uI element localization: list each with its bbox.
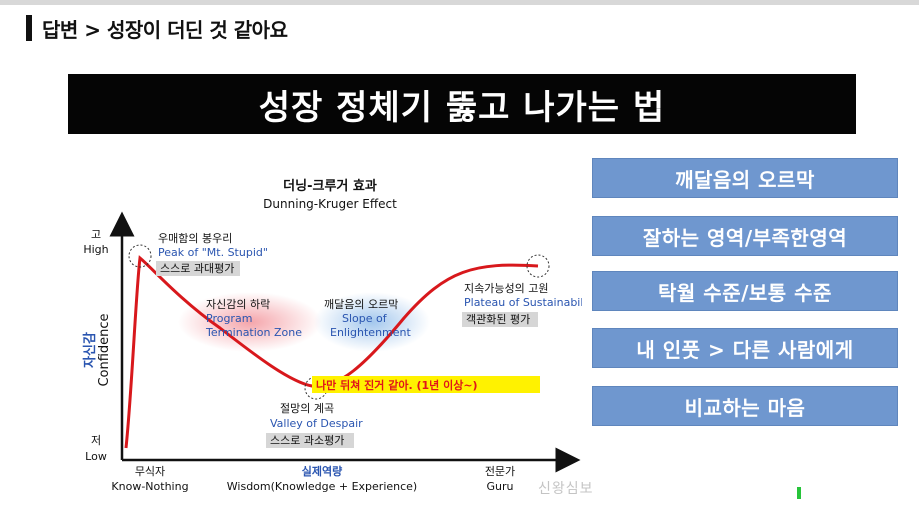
valley-note: 스스로 과소평가 — [270, 434, 344, 447]
peak-note: 스스로 과대평가 — [160, 262, 234, 275]
y-label-ko: 자신감 — [83, 332, 98, 368]
peak-note-bg — [156, 261, 240, 276]
main-banner: 성장 정체기 뚫고 나가는 법 — [68, 74, 856, 134]
watermark-text: 신왕심보 — [538, 481, 594, 497]
plateau-title-en: Plateau of Sustainability — [464, 296, 582, 309]
rise-line1: Slope of — [342, 312, 388, 325]
peak-title-ko: 우매함의 봉우리 — [158, 232, 232, 245]
y-low-en: Low — [85, 450, 107, 463]
decline-title-ko: 자신감의 하락 — [206, 297, 270, 311]
x-left-ko: 무식자 — [135, 465, 165, 478]
highlight-bg — [312, 376, 540, 393]
plateau-note: 객관화된 평가 — [466, 313, 530, 326]
rise-zone-blob — [314, 292, 430, 352]
y-high-en: High — [83, 243, 108, 256]
comparing-mind-button[interactable]: 비교하는 마음 — [592, 386, 898, 426]
main-title: 성장 정체기 뚫고 나가는 법 — [258, 87, 666, 128]
y-high-ko: 고 — [91, 228, 101, 241]
x-center-ko: 실제역량 — [302, 464, 342, 478]
top-border — [0, 0, 919, 5]
x-center-en: Wisdom(Knowledge + Experience) — [227, 480, 417, 493]
excellence-level-button[interactable]: 탁월 수준/보통 수준 — [592, 271, 898, 311]
peak-marker — [128, 244, 152, 268]
decline-zone-blob — [178, 292, 322, 352]
diagram-title-ko: 더닝-크루거 효과 — [283, 178, 377, 194]
x-left-en: Know-Nothing — [111, 480, 188, 493]
y-label-en: Confidence — [97, 313, 112, 386]
valley-title-en: Valley of Despair — [270, 417, 363, 430]
strengths-weaknesses-button[interactable]: 잘하는 영역/부족한영역 — [592, 216, 898, 256]
diagram-svg: 더닝-크루거 효과 Dunning-Kruger Effect 고 High 저… — [83, 178, 582, 493]
section-title: 답변 > 성장이 더딘 것 같아요 — [42, 17, 288, 42]
section-marker — [26, 15, 32, 41]
diagram-title-en: Dunning-Kruger Effect — [263, 197, 397, 211]
rise-title-ko: 깨달음의 오르막 — [324, 298, 398, 311]
x-right-en: Guru — [487, 480, 514, 493]
valley-title-ko: 절망의 계곡 — [280, 402, 334, 415]
plateau-note-bg — [462, 312, 538, 327]
decline-line2: Termination Zone — [205, 326, 302, 339]
decline-line1: Program — [206, 312, 252, 325]
peak-title-en: Peak of "Mt. Stupid" — [158, 246, 268, 259]
confidence-curve — [124, 255, 539, 449]
x-right-ko: 전문가 — [485, 465, 515, 478]
slope-of-enlightenment-button[interactable]: 깨달음의 오르막 — [592, 158, 898, 198]
valley-note-bg — [266, 433, 354, 448]
rise-line2: Enlightenment — [330, 326, 411, 339]
y-low-ko: 저 — [91, 434, 101, 447]
input-to-others-button[interactable]: 내 인풋 > 다른 사람에게 — [592, 328, 898, 368]
dunning-kruger-diagram: 더닝-크루거 효과 Dunning-Kruger Effect 고 High 저… — [60, 150, 582, 502]
highlight-text: 나만 뒤쳐 진거 같아. (1년 이상~) — [316, 378, 478, 392]
plateau-marker — [526, 254, 550, 278]
plateau-title-ko: 지속가능성의 고원 — [464, 282, 548, 295]
green-indicator — [797, 487, 801, 499]
section-header: 답변 > 성장이 더딘 것 같아요 — [26, 14, 288, 42]
